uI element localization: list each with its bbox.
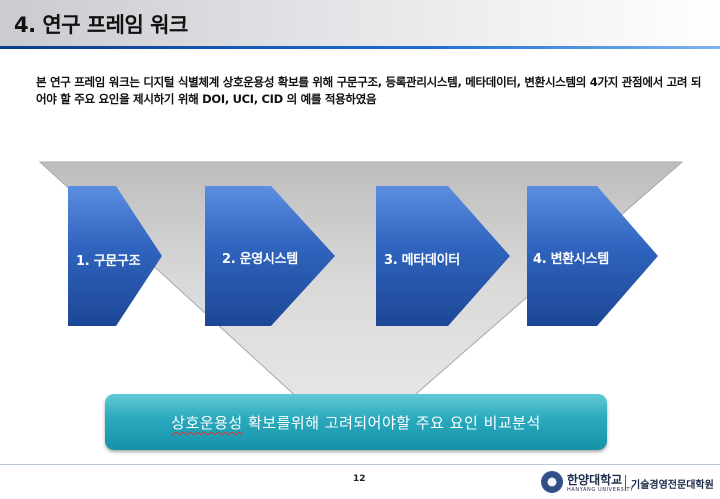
department-name: 기술경영전문대학원 [631, 480, 714, 491]
step-label-1: 1. 구문구조 [76, 254, 141, 269]
footer-separator [625, 475, 626, 491]
result-text-rest: 확보를위해 고려되어야할 주요 요인 비교분석 [242, 414, 541, 432]
university-name: 한양대학교 [567, 473, 623, 487]
university-seal-icon [541, 471, 563, 493]
title-underline [0, 46, 720, 49]
page-number: 12 [353, 474, 366, 484]
result-box: 상호운용성 확보를위해 고려되어야할 주요 요인 비교분석 [105, 394, 607, 450]
step-arrow-4 [527, 186, 658, 326]
step-arrow-3 [376, 186, 510, 326]
result-text: 상호운용성 확보를위해 고려되어야할 주요 요인 비교분석 [105, 412, 607, 433]
result-text-underlined: 상호운용성 [171, 414, 243, 432]
step-label-2: 2. 운영시스템 [222, 252, 298, 267]
step-label-3: 3. 메타데이터 [384, 253, 460, 268]
step-label-4: 4. 변환시스템 [533, 252, 609, 267]
university-name-en: HANYANG UNIVERSITY [567, 487, 634, 493]
step-arrow-2 [205, 186, 335, 326]
intro-paragraph: 본 연구 프레임 워크는 디지털 식별체계 상호운용성 확보를 위해 구문구조,… [36, 75, 702, 106]
title-bar: 4. 연구 프레임 워크 [0, 0, 720, 46]
footer-divider [0, 464, 720, 465]
step-arrow-1 [68, 186, 162, 326]
slide-title: 4. 연구 프레임 워크 [14, 13, 188, 37]
